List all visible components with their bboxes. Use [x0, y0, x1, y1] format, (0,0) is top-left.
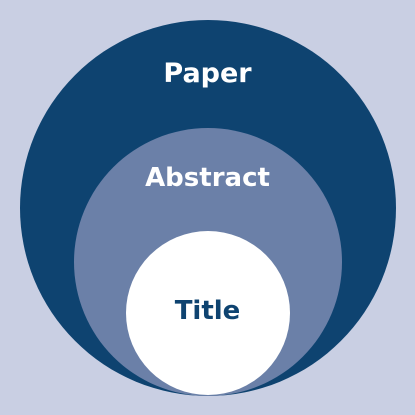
paper-label: Paper	[163, 58, 252, 89]
title-circle	[126, 231, 290, 395]
abstract-label: Abstract	[145, 163, 270, 193]
title-label: Title	[174, 296, 241, 326]
